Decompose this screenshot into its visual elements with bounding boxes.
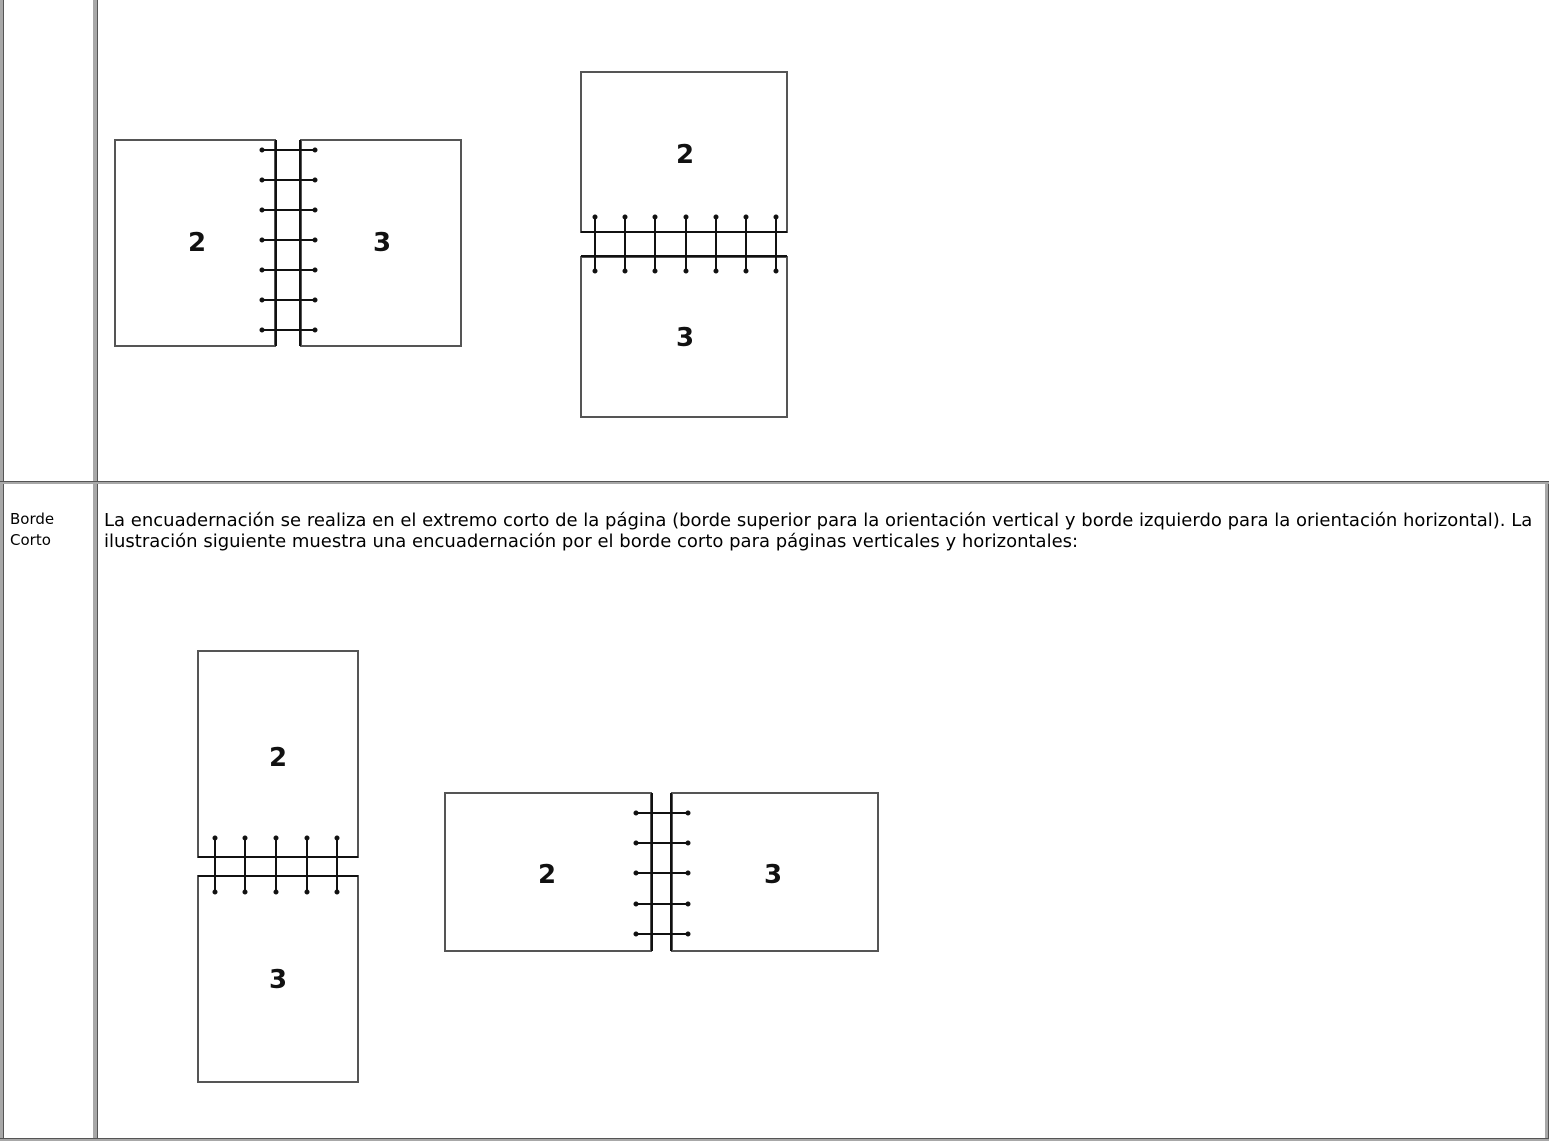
page-bottom bbox=[197, 875, 359, 1083]
page-top bbox=[580, 71, 788, 233]
figure-horizontal-spread-top: 2 3 bbox=[114, 139, 462, 347]
spiral-binding bbox=[259, 140, 318, 346]
page-number-right: 3 bbox=[764, 860, 782, 890]
spiral-binding bbox=[581, 214, 787, 274]
row-divider bbox=[0, 481, 1549, 484]
page-number-top: 2 bbox=[269, 743, 287, 773]
page-left bbox=[444, 792, 652, 952]
row-label-borde-corto: Borde Corto bbox=[10, 509, 54, 551]
figure-vertical-stack-top: 2 3 bbox=[580, 71, 788, 418]
table-column-divider bbox=[93, 0, 98, 1141]
figure-horizontal-spread-short-edge: 2 3 bbox=[444, 792, 879, 952]
figure-vertical-stack-short-edge: 2 3 bbox=[197, 650, 359, 1083]
binding-description: La encuadernación se realiza en el extre… bbox=[104, 510, 1533, 552]
page-right bbox=[671, 792, 879, 952]
page-bottom bbox=[580, 256, 788, 418]
page-number-left: 2 bbox=[188, 228, 206, 258]
row-label-line-2: Corto bbox=[10, 531, 51, 549]
table-right-border bbox=[1545, 482, 1549, 1141]
spiral-binding bbox=[633, 793, 691, 951]
page-number-right: 3 bbox=[373, 228, 391, 258]
spiral-binding bbox=[198, 835, 358, 895]
table-left-border bbox=[0, 0, 4, 1141]
page-number-left: 2 bbox=[538, 860, 556, 890]
page-number-top: 2 bbox=[676, 140, 694, 170]
page-number-bottom: 3 bbox=[676, 323, 694, 353]
page-top bbox=[197, 650, 359, 858]
page-number-bottom: 3 bbox=[269, 965, 287, 995]
table-bottom-border bbox=[0, 1138, 1549, 1141]
row-label-line-1: Borde bbox=[10, 510, 55, 528]
